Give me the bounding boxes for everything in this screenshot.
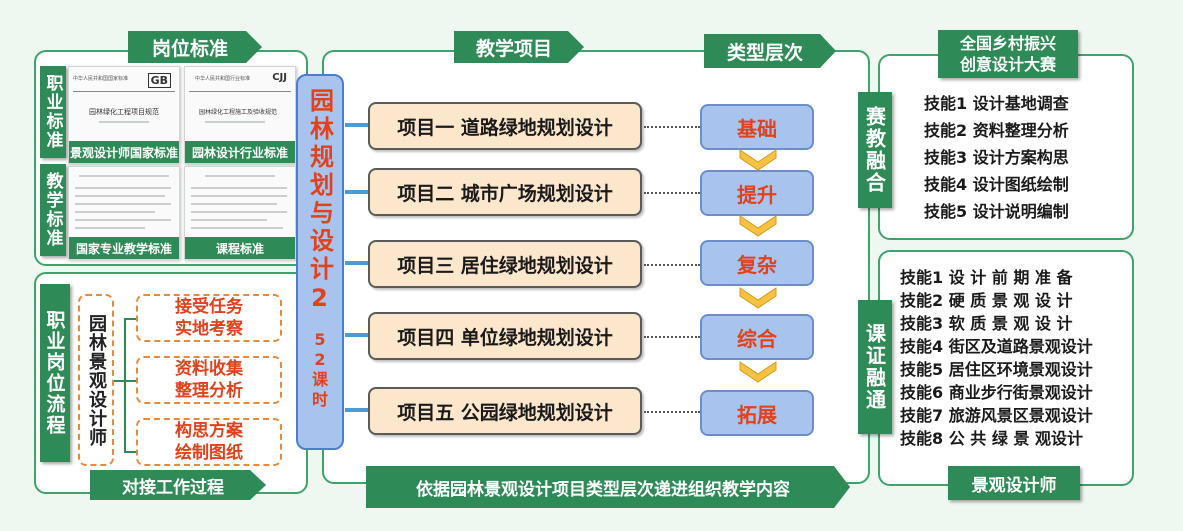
project-4: 项目四 单位绿地规划设计	[368, 312, 642, 360]
level-improve: 提升	[700, 170, 814, 216]
course-title: 园林规划与设计2	[305, 88, 334, 316]
national-teaching-standard-document: 国家专业教学标准	[68, 166, 180, 260]
course-connector	[345, 261, 369, 265]
project-5: 项目五 公园绿地规划设计	[368, 387, 642, 435]
course-hours: 52课时	[311, 330, 328, 409]
task-collect-analyze: 资料收集整理分析	[136, 356, 282, 404]
chevron-down-icon	[739, 361, 777, 383]
designer-role-box: 园林景观设计师	[78, 294, 114, 466]
competition-skill: 技能3 设计方案构思	[924, 148, 1069, 167]
organize-content-banner: 依据园林景观设计项目类型层次递进组织教学内容	[366, 466, 850, 508]
bracket-connector	[114, 380, 124, 382]
course-title-box: 园林规划与设计2 52课时	[296, 74, 344, 450]
certificate-skill: 技能1 设 计 前 期 准 备	[900, 268, 1073, 287]
competition-teaching-text: 赛教融合	[862, 106, 887, 194]
job-standards-banner: 岗位标准	[128, 31, 262, 63]
course-certificate-label: 课证融通	[858, 300, 892, 434]
project-2: 项目二 城市广场规划设计	[368, 168, 642, 216]
task-accept-survey: 接受任务实地考察	[136, 294, 282, 342]
bracket-vertical	[124, 318, 126, 452]
competition-banner: 全国乡村振兴 创意设计大赛	[938, 30, 1078, 78]
task-line: 实地考察	[175, 319, 243, 339]
chevron-down-icon	[739, 149, 777, 171]
task-line: 接受任务	[175, 297, 243, 317]
document-caption: 景观设计师国家标准	[69, 141, 179, 163]
certificate-skill: 技能4 街区及道路景观设计	[900, 337, 1093, 356]
certificate-skill: 技能5 居住区环境景观设计	[900, 360, 1093, 379]
certificate-skill: 技能2 硬 质 景 观 设 计	[900, 291, 1073, 310]
project-level-link	[644, 411, 700, 413]
career-process-label: 职业岗位流程	[40, 284, 70, 462]
competition-title-line: 创意设计大赛	[959, 55, 1056, 74]
chevron-down-icon	[739, 287, 777, 309]
level-basic: 基础	[700, 104, 814, 150]
designer-role-text: 园林景观设计师	[86, 313, 107, 447]
type-levels-banner: 类型层次	[704, 34, 836, 68]
task-line: 资料收集	[175, 359, 243, 379]
competition-teaching-label: 赛教融合	[858, 92, 892, 208]
course-connector	[345, 333, 369, 337]
task-line: 整理分析	[175, 381, 243, 401]
chevron-down-icon	[739, 215, 777, 237]
task-concept-drawing: 构思方案绘制图纸	[136, 418, 282, 466]
document-header: 中华人民共和国行业标准	[195, 76, 251, 82]
level-extend: 拓展	[700, 390, 814, 436]
gb-logo: GB	[147, 73, 171, 88]
project-level-link	[644, 192, 700, 194]
cjj-logo: CJJ	[272, 72, 287, 83]
course-standard-document: 课程标准	[184, 166, 296, 260]
landscape-designer-banner: 景观设计师	[948, 466, 1080, 500]
teaching-standard-label: 教学标准	[40, 164, 66, 256]
document-caption: 课程标准	[185, 237, 295, 259]
certificate-skill: 技能7 旅游风景区景观设计	[900, 406, 1093, 425]
course-connector	[345, 190, 369, 194]
industry-standard-document: 中华人民共和国行业标准 CJJ 园林绿化工程施工及验收规范 园林设计行业标准	[184, 66, 296, 164]
level-comprehensive: 综合	[700, 314, 814, 360]
competition-panel	[878, 54, 1134, 240]
professional-standard-text: 职业标准	[42, 74, 63, 150]
project-level-link	[644, 336, 700, 338]
document-caption: 国家专业教学标准	[69, 237, 179, 259]
teaching-projects-banner: 教学项目	[454, 31, 584, 63]
document-caption: 园林设计行业标准	[185, 141, 295, 163]
competition-skill: 技能4 设计图纸绘制	[924, 175, 1069, 194]
course-certificate-text: 课证融通	[862, 323, 887, 411]
course-connector	[345, 123, 369, 127]
national-standard-document: 中华人民共和国国家标准 GB 园林绿化工程项目规范 景观设计师国家标准	[68, 66, 180, 164]
teaching-standard-text: 教学标准	[42, 172, 63, 248]
competition-title-line: 全国乡村振兴	[959, 34, 1056, 53]
career-process-text: 职业岗位流程	[43, 310, 66, 436]
task-line: 构思方案	[175, 421, 243, 441]
certificate-skill: 技能6 商业步行街景观设计	[900, 383, 1093, 402]
course-connector	[345, 408, 369, 412]
project-3: 项目三 居住绿地规划设计	[368, 240, 642, 288]
task-line: 绘制图纸	[175, 443, 243, 463]
competition-skill: 技能1 设计基地调查	[924, 94, 1069, 113]
document-title: 园林绿化工程项目规范	[89, 108, 159, 116]
competition-skill: 技能5 设计说明编制	[924, 202, 1069, 221]
certificate-skill: 技能3 软 质 景 观 设 计	[900, 314, 1073, 333]
certificate-skill: 技能8 公 共 绿 景 观设计	[900, 429, 1083, 448]
project-level-link	[644, 126, 700, 128]
level-complex: 复杂	[700, 240, 814, 286]
work-process-banner: 对接工作过程	[90, 470, 266, 500]
professional-standard-label: 职业标准	[40, 66, 66, 158]
document-header: 中华人民共和国国家标准	[73, 76, 129, 82]
competition-skill: 技能2 资料整理分析	[924, 121, 1069, 140]
project-level-link	[644, 264, 700, 266]
project-1: 项目一 道路绿地规划设计	[368, 102, 642, 150]
document-title: 园林绿化工程施工及验收规范	[199, 109, 278, 116]
